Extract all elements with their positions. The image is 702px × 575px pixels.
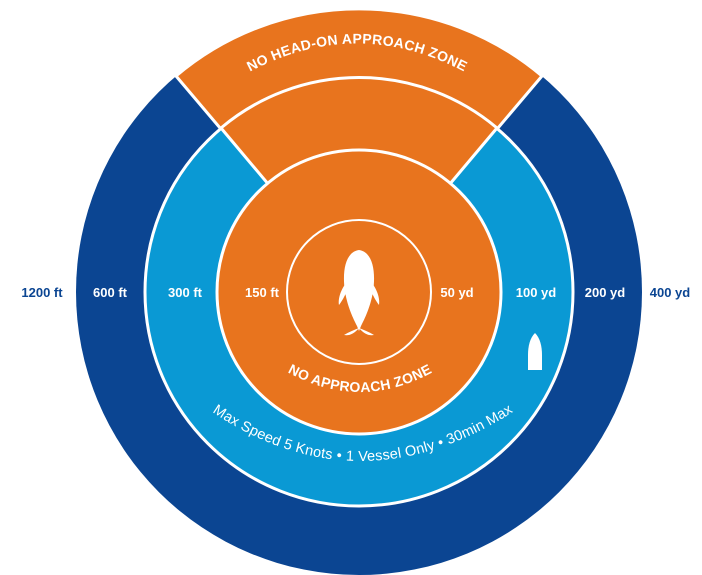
distance-label-300ft: 300 ft	[168, 285, 203, 300]
distance-label-150ft: 150 ft	[245, 285, 280, 300]
distance-label-1200ft: 1200 ft	[21, 285, 63, 300]
distance-label-200yd: 200 yd	[585, 285, 626, 300]
distance-label-100yd: 100 yd	[516, 285, 557, 300]
whale-icon	[338, 250, 380, 336]
distance-label-50yd: 50 yd	[440, 285, 473, 300]
center-ring-50yd	[286, 219, 432, 365]
boat-icon	[528, 333, 542, 370]
distance-label-600ft: 600 ft	[93, 285, 128, 300]
distance-label-400yd: 400 yd	[650, 285, 691, 300]
